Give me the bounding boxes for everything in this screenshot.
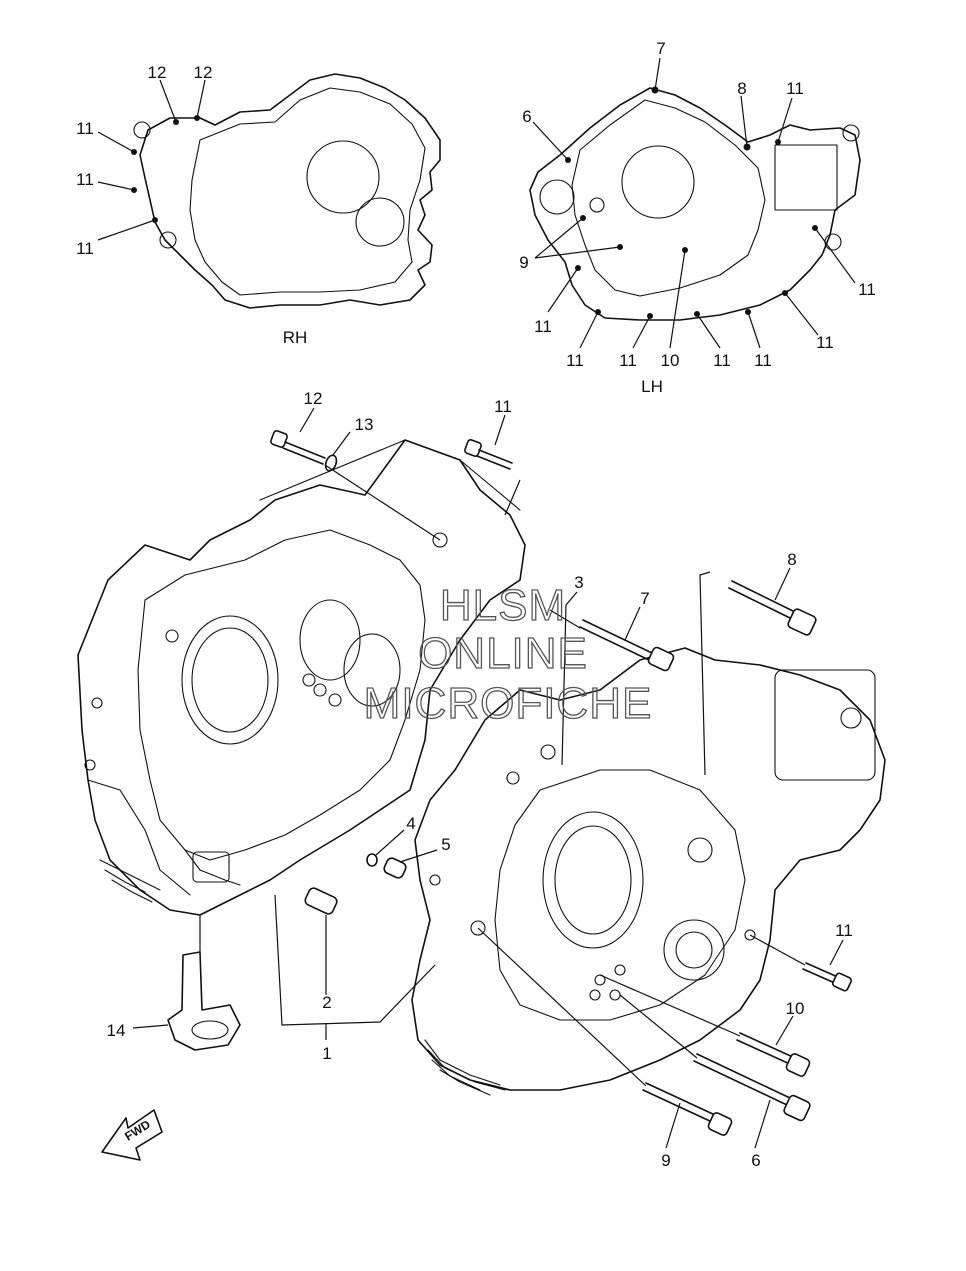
callout-14: 14 [107,1021,126,1040]
lh-callout-11h: 11 [754,351,772,370]
bolt-11-lower [802,962,853,992]
lh-side-label: LH [641,377,663,396]
callout-5: 5 [441,835,450,854]
callout-8: 8 [787,550,796,569]
lh-callout-10: 10 [661,351,680,370]
lh-callout-11a: 11 [786,79,804,98]
lh-callout-11e: 11 [566,351,584,370]
callout-2: 2 [322,993,331,1012]
rh-cover-gasket [97,73,441,309]
bolt-7 [579,619,675,672]
watermark-line-2: ONLINE [418,629,588,678]
bolt-8 [728,580,817,636]
lh-callout-11c: 11 [534,317,552,336]
dowel-2 [304,887,338,915]
bolt-11-upper [464,439,513,470]
fwd-arrow-icon: FWD [101,1109,163,1161]
rh-callout-11b: 11 [76,170,94,189]
crankcase-left-half [411,647,886,1096]
callout-4: 4 [406,814,415,833]
rh-callout-12b: 12 [194,63,213,82]
dowel-4 [366,853,378,867]
oil-strainer-14 [167,951,241,1051]
callout-1: 1 [322,1044,331,1063]
lh-callout-9: 9 [519,253,528,272]
callout-3: 3 [574,573,583,592]
callout-7: 7 [640,589,649,608]
bolt-9 [642,1082,733,1136]
bolt-6 [693,1053,811,1122]
lh-callout-8: 8 [737,79,746,98]
lh-callout-11f: 11 [619,351,637,370]
callout-11-upper: 11 [494,397,512,416]
callout-11-lower: 11 [835,921,853,940]
bolt-12 [270,430,326,465]
rh-callout-11a: 11 [76,119,94,138]
rh-callout-12a: 12 [148,63,167,82]
lh-callout-11b: 11 [858,280,876,299]
watermark-line-1: HLSM [440,581,566,630]
lh-callout-11d: 11 [816,333,834,352]
callout-12: 12 [304,389,323,408]
lh-cover-gasket [529,57,861,349]
callout-13: 13 [355,415,374,434]
rh-side-label: RH [283,328,308,347]
watermark-line-3: MICROFICHE [364,679,653,728]
bolt-10 [736,1032,811,1077]
lh-callout-11g: 11 [713,351,731,370]
lh-callout-7: 7 [656,39,665,58]
callout-10: 10 [786,999,805,1018]
callout-6: 6 [751,1151,760,1170]
rh-callout-11c: 11 [76,239,94,258]
collar-5 [383,857,407,879]
lh-callout-6: 6 [522,107,531,126]
watermark: HLSM ONLINE MICROFICHE [363,580,653,728]
callout-9: 9 [661,1151,670,1170]
